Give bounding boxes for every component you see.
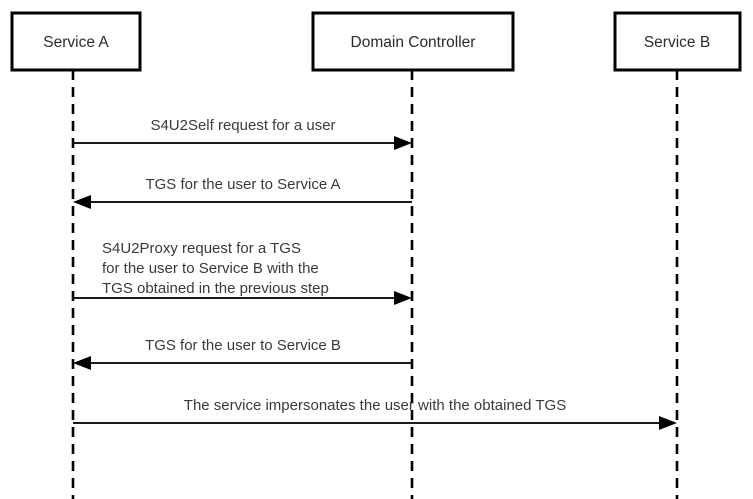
participant-service-b[interactable]: Service B <box>613 11 742 72</box>
participant-box-service-b[interactable] <box>613 11 742 72</box>
message-2[interactable]: TGS for the user to Service A <box>73 176 412 209</box>
participant-label-domain-controller: Domain Controller <box>351 34 476 51</box>
message-3-arrowhead <box>394 291 412 305</box>
message-4[interactable]: TGS for the user to Service B <box>73 337 412 370</box>
participant-box-domain-controller[interactable] <box>311 11 515 72</box>
message-1[interactable]: S4U2Self request for a user <box>73 117 412 150</box>
message-3[interactable]: S4U2Proxy request for a TGS for the user… <box>73 240 412 305</box>
message-1-arrowhead <box>394 136 412 150</box>
message-3-label-line-3: TGS obtained in the previous step <box>102 280 329 297</box>
message-2-label: TGS for the user to Service A <box>145 176 340 193</box>
lifelines-group <box>71 70 679 499</box>
participant-service-a[interactable]: Service A <box>10 11 142 72</box>
participant-domain-controller[interactable]: Domain Controller <box>311 11 515 72</box>
message-1-label: S4U2Self request for a user <box>150 117 335 134</box>
message-5[interactable]: The service impersonates the user with t… <box>73 397 677 430</box>
participant-label-service-b: Service B <box>644 34 710 51</box>
message-4-arrowhead <box>73 356 91 370</box>
message-3-label-line-2: for the user to Service B with the <box>102 260 319 277</box>
participant-label-service-a: Service A <box>43 34 109 51</box>
message-5-label: The service impersonates the user with t… <box>184 397 566 414</box>
message-4-label: TGS for the user to Service B <box>145 337 341 354</box>
message-3-label-line-1: S4U2Proxy request for a TGS <box>102 240 301 257</box>
participant-box-service-a[interactable] <box>10 11 142 72</box>
message-2-arrowhead <box>73 195 91 209</box>
message-5-arrowhead <box>659 416 677 430</box>
